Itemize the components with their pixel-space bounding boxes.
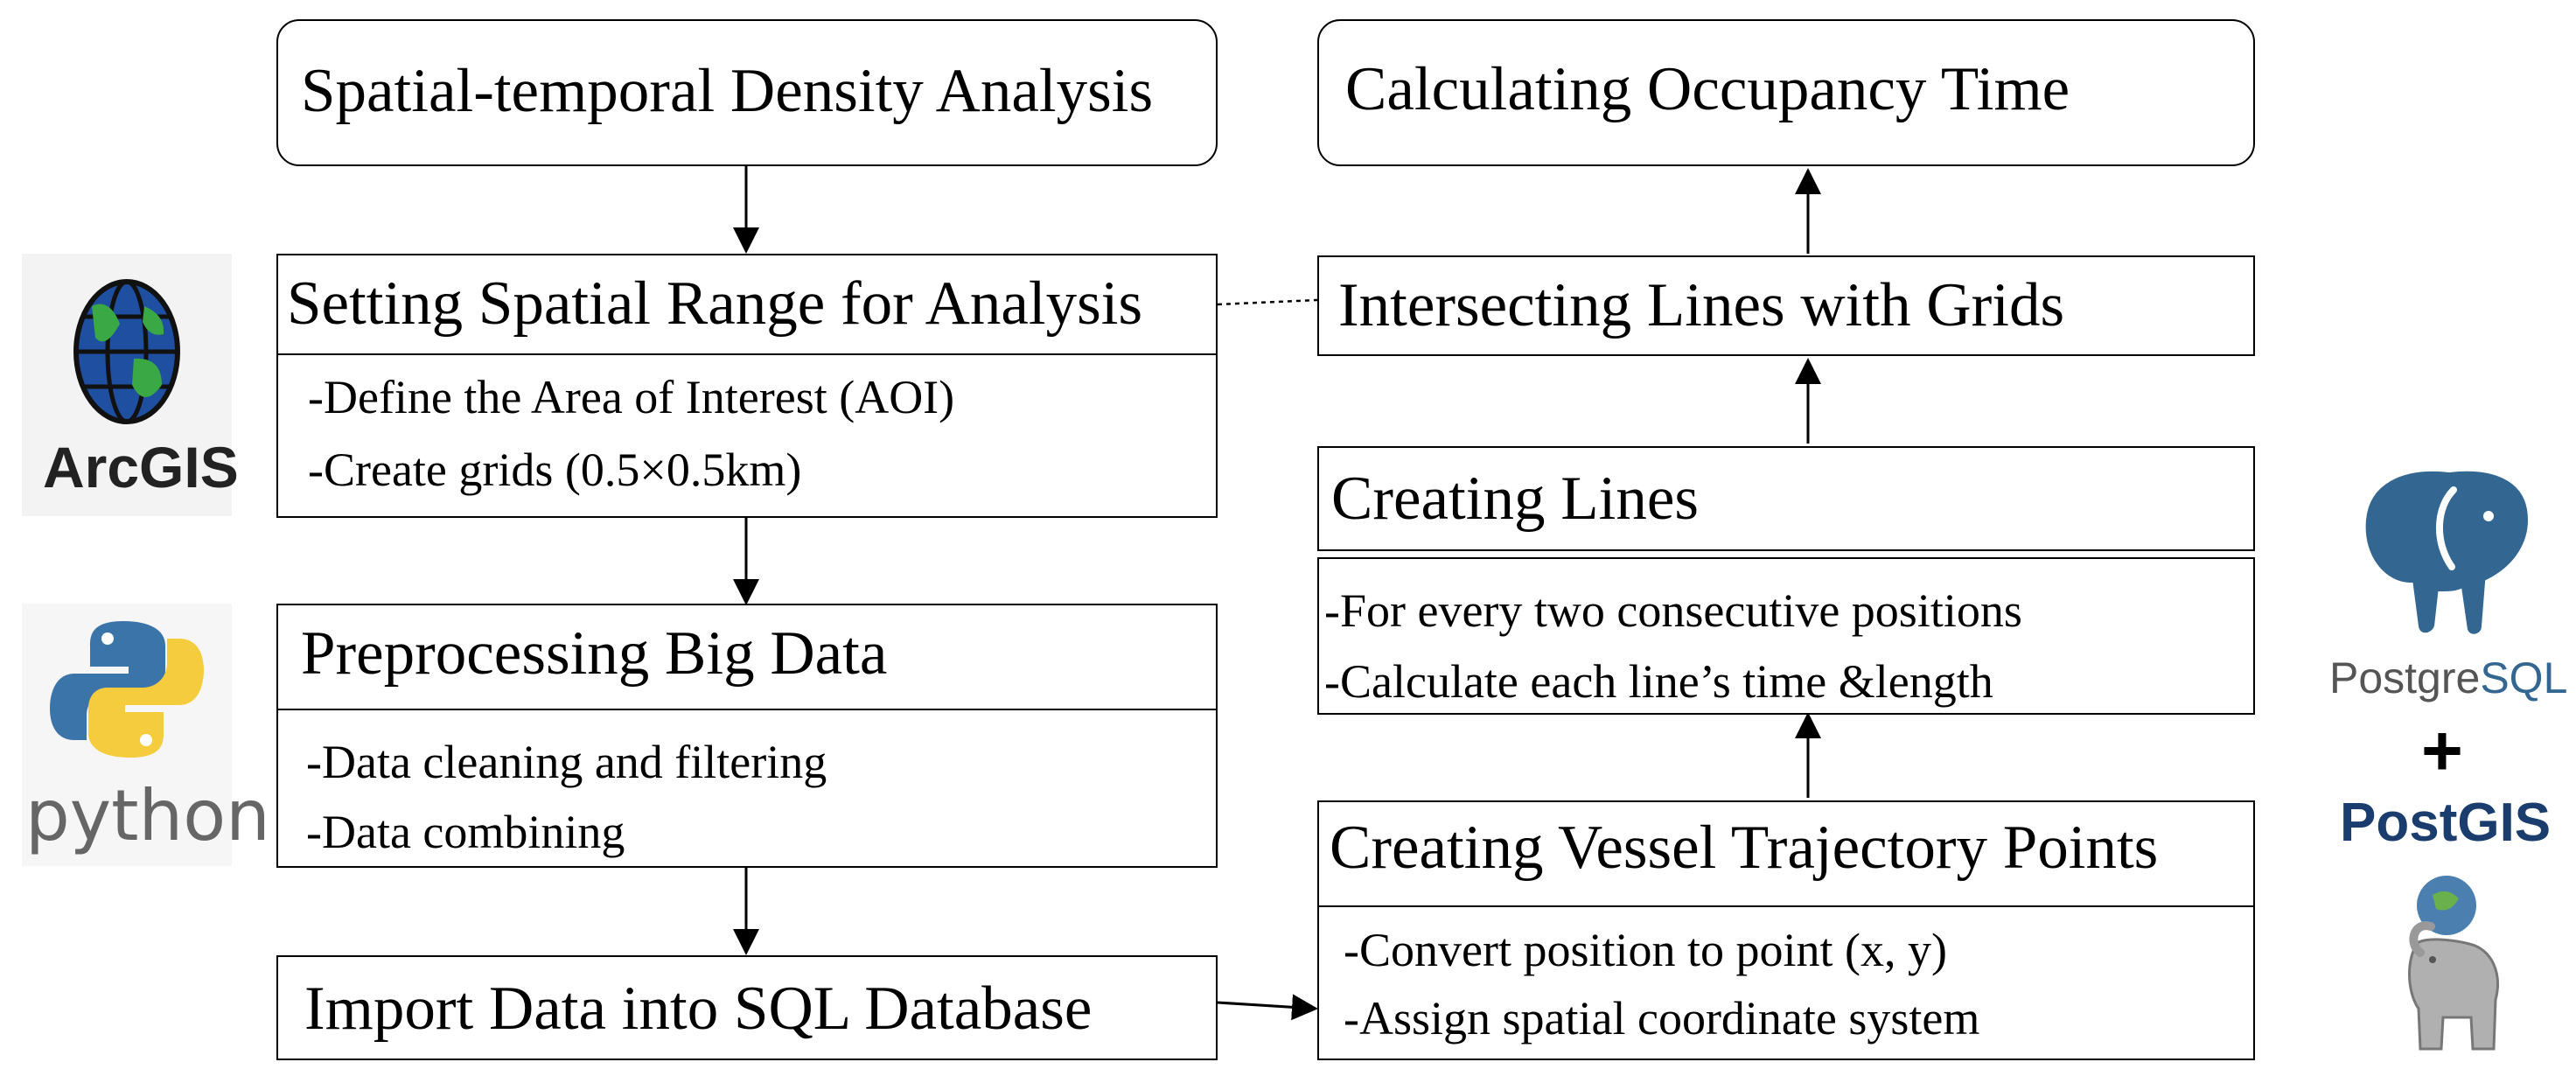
trajectory-points-divider: [1319, 905, 2253, 907]
arrow-import-to-trajectory: [1217, 994, 1318, 1021]
preprocessing-box: Preprocessing Big Data -Data cleaning an…: [276, 604, 1218, 868]
creating-lines-title: Creating Lines: [1331, 465, 1699, 533]
trajectory-points-title: Creating Vessel Trajectory Points: [1330, 814, 2159, 882]
plus-sign: +: [2421, 711, 2463, 791]
python-label: python: [25, 775, 270, 856]
spatial-range-title: Setting Spatial Range for Analysis: [287, 269, 1143, 338]
preprocessing-title: Preprocessing Big Data: [301, 619, 888, 688]
postgis-label: PostGIS: [2340, 793, 2552, 853]
preprocessing-item-1: -Data cleaning and filtering: [306, 736, 827, 788]
intersecting-title: Intersecting Lines with Grids: [1338, 271, 2065, 339]
intersecting-box: Intersecting Lines with Grids: [1317, 255, 2255, 356]
import-title: Import Data into SQL Database: [304, 975, 1093, 1043]
spatial-range-item-1: -Define the Area of Interest (AOI): [308, 371, 955, 423]
arcgis-logo: ArcGIS: [22, 254, 239, 516]
arcgis-globe-icon: [73, 279, 180, 424]
spatial-range-box: Setting Spatial Range for Analysis -Defi…: [276, 254, 1218, 518]
creating-lines-title-box: Creating Lines: [1317, 446, 2255, 551]
occupancy-time-title: Calculating Occupancy Time: [1345, 55, 2070, 123]
postgresql-label-postgre: Postgre: [2329, 653, 2481, 702]
trajectory-points-box: Creating Vessel Trajectory Points -Conve…: [1317, 800, 2255, 1060]
spatial-range-item-2: -Create grids (0.5×0.5km): [308, 444, 802, 496]
trajectory-points-item-2: -Assign spatial coordinate system: [1344, 992, 1980, 1045]
density-analysis-box: Spatial-temporal Density Analysis: [276, 19, 1218, 166]
creating-lines-detail-box: -For every two consecutive positions -Ca…: [1317, 557, 2255, 715]
python-logo: python: [22, 604, 270, 866]
creating-lines-item-2: -Calculate each line’s time &length: [1324, 655, 1993, 708]
arcgis-label: ArcGIS: [43, 435, 239, 500]
spatial-range-divider: [278, 353, 1216, 355]
postgresql-logo: PostgreSQL: [2322, 455, 2576, 717]
postgresql-label-sql: SQL: [2480, 653, 2568, 702]
trajectory-points-item-1: -Convert position to point (x, y): [1344, 924, 1947, 976]
preprocessing-divider: [278, 709, 1216, 710]
postgis-elephant-icon: [2408, 876, 2499, 1051]
dotted-link-range-intersecting: [1217, 298, 1318, 306]
postgis-logo: PostGIS: [2322, 792, 2576, 1072]
creating-lines-item-1: -For every two consecutive positions: [1324, 584, 2022, 637]
occupancy-time-box: Calculating Occupancy Time: [1317, 19, 2255, 166]
postgresql-elephant-icon: [2358, 464, 2535, 641]
python-snakes-icon: [50, 621, 204, 758]
import-box: Import Data into SQL Database: [276, 955, 1218, 1060]
postgresql-label: PostgreSQL: [2329, 653, 2567, 703]
preprocessing-item-2: -Data combining: [306, 806, 625, 858]
density-analysis-title: Spatial-temporal Density Analysis: [301, 57, 1154, 125]
